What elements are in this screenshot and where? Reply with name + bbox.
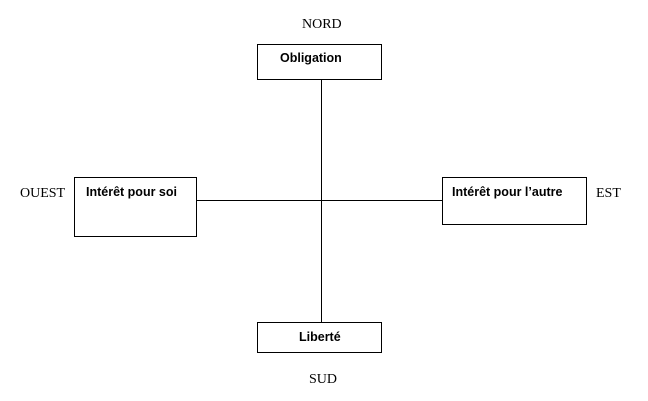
box-left: Intérêt pour soi bbox=[74, 177, 197, 237]
box-right-label: Intérêt pour l’autre bbox=[452, 185, 563, 199]
box-bottom: Liberté bbox=[257, 322, 382, 353]
direction-east-label: EST bbox=[596, 186, 621, 201]
box-top-label: Obligation bbox=[280, 51, 342, 65]
box-right: Intérêt pour l’autre bbox=[442, 177, 587, 225]
direction-south-label: SUD bbox=[309, 372, 338, 387]
direction-west-label: OUEST bbox=[20, 186, 66, 201]
horizontal-axis bbox=[196, 200, 443, 201]
box-bottom-label: Liberté bbox=[299, 330, 341, 344]
vertical-axis bbox=[321, 79, 322, 323]
direction-north-label: NORD bbox=[302, 17, 342, 32]
box-left-label: Intérêt pour soi bbox=[86, 185, 177, 199]
box-top: Obligation bbox=[257, 44, 382, 80]
